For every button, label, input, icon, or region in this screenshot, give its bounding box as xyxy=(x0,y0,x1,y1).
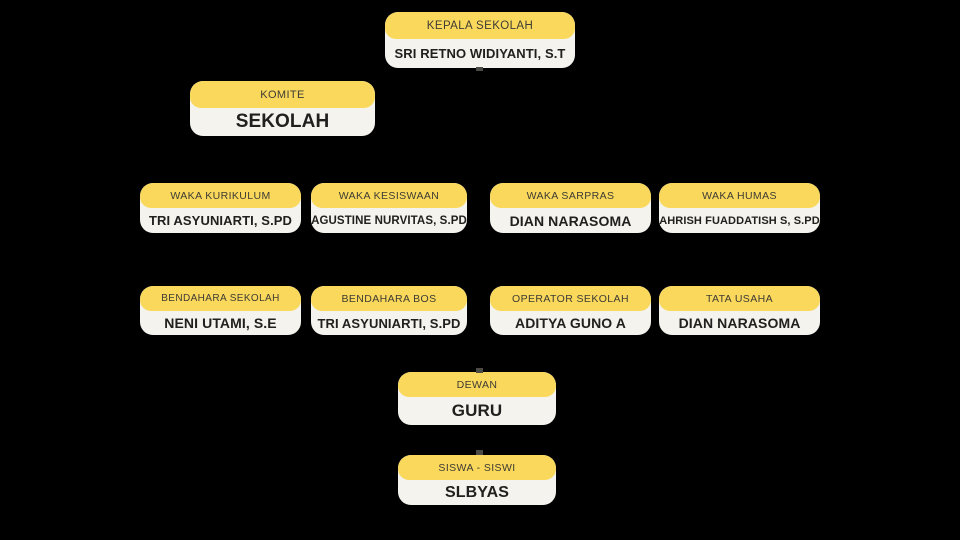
org-box-name: TRI ASYUNIARTI, S.PD xyxy=(317,315,461,331)
org-box-name: SRI RETNO WIDIYANTI, S.T xyxy=(394,46,566,61)
org-box-title: WAKA SARPRAS xyxy=(490,183,651,208)
org-box-operator-sekolah: OPERATOR SEKOLAH ADITYA GUNO A xyxy=(490,286,651,335)
org-box-kepala-sekolah: KEPALA SEKOLAH SRI RETNO WIDIYANTI, S.T xyxy=(385,12,575,68)
org-box-siswa-siswi: SISWA - SISWI SLBYAS xyxy=(398,455,556,505)
org-box-title: OPERATOR SEKOLAH xyxy=(490,286,651,311)
org-box-title: BENDAHARA BOS xyxy=(311,286,467,311)
org-box-title: WAKA KESISWAAN xyxy=(311,183,467,208)
org-box-name: DIAN NARASOMA xyxy=(509,212,632,229)
org-box-name: GURU xyxy=(451,401,503,420)
connector-stub xyxy=(476,450,483,455)
org-box-waka-humas: WAKA HUMAS AHRISH FUADDATISH S, S.PD xyxy=(659,183,820,233)
org-box-name: TRI ASYUNIARTI, S.PD xyxy=(148,213,293,228)
org-box-title: WAKA HUMAS xyxy=(659,183,820,208)
org-box-name: AGUSTINE NURVITAS, S.PD xyxy=(311,214,467,227)
org-box-name: SLBYAS xyxy=(444,483,510,501)
org-box-title: WAKA KURIKULUM xyxy=(140,183,301,208)
org-box-waka-kesiswaan: WAKA KESISWAAN AGUSTINE NURVITAS, S.PD xyxy=(311,183,467,233)
org-box-waka-kurikulum: WAKA KURIKULUM TRI ASYUNIARTI, S.PD xyxy=(140,183,301,233)
org-box-bendahara-bos: BENDAHARA BOS TRI ASYUNIARTI, S.PD xyxy=(311,286,467,335)
org-box-title: BENDAHARA SEKOLAH xyxy=(140,286,301,311)
org-box-dewan-guru: DEWAN GURU xyxy=(398,372,556,425)
org-box-komite-sekolah: KOMITE SEKOLAH xyxy=(190,81,375,136)
org-box-name: NENI UTAMI, S.E xyxy=(164,315,277,331)
connector-stub xyxy=(476,368,483,373)
org-box-name: SEKOLAH xyxy=(235,111,330,132)
org-box-bendahara-sekolah: BENDAHARA SEKOLAH NENI UTAMI, S.E xyxy=(140,286,301,335)
org-box-title: SISWA - SISWI xyxy=(398,455,556,480)
org-box-name: DIAN NARASOMA xyxy=(678,315,801,331)
org-box-name: AHRISH FUADDATISH S, S.PD xyxy=(659,214,820,227)
org-box-title: DEWAN xyxy=(398,372,556,397)
org-box-name: ADITYA GUNO A xyxy=(515,315,626,331)
org-box-title: KOMITE xyxy=(190,81,375,108)
org-box-waka-sarpras: WAKA SARPRAS DIAN NARASOMA xyxy=(490,183,651,233)
connector-stub xyxy=(476,67,483,71)
org-box-tata-usaha: TATA USAHA DIAN NARASOMA xyxy=(659,286,820,335)
org-box-title: KEPALA SEKOLAH xyxy=(385,12,575,39)
org-box-title: TATA USAHA xyxy=(659,286,820,311)
